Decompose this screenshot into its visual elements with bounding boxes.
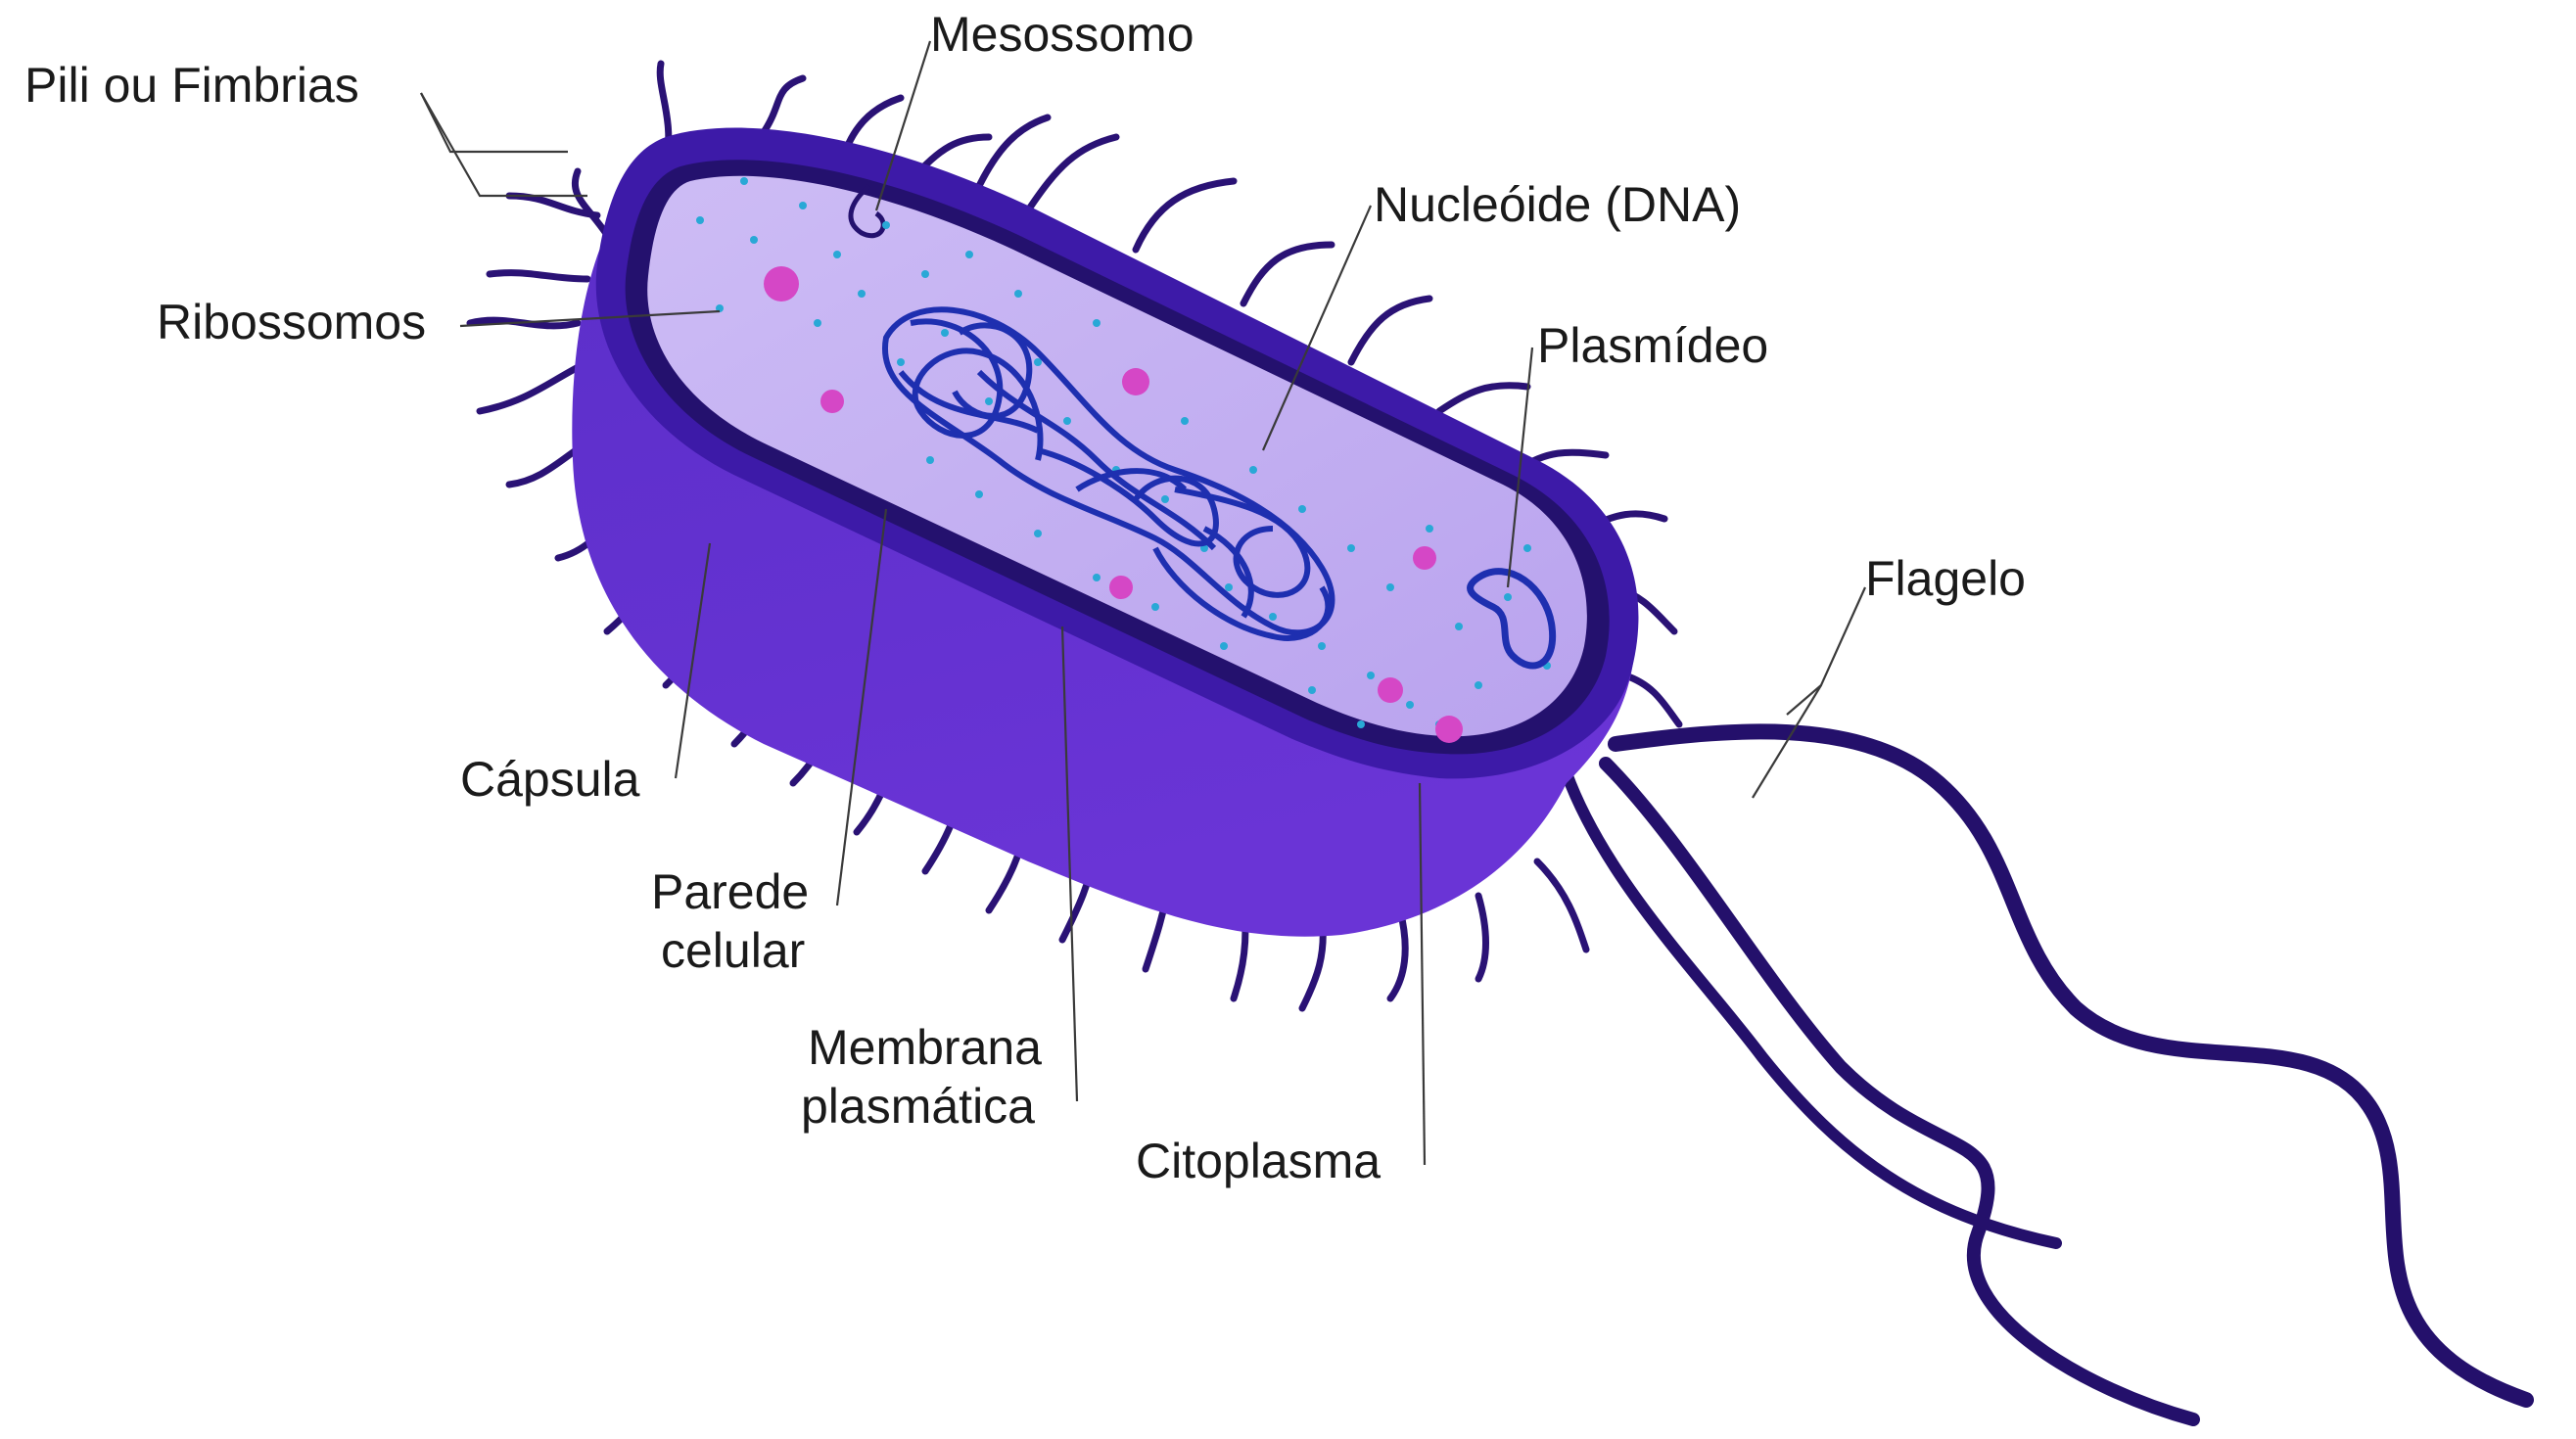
label-ribossomos: Ribossomos xyxy=(157,295,426,349)
flagella xyxy=(1567,731,2526,1419)
label-pili: Pili ou Fimbrias xyxy=(24,58,359,113)
flagellum-upper xyxy=(1616,731,2526,1400)
label-nucleoide: Nucleóide (DNA) xyxy=(1374,177,1741,232)
label-parede-line1: Parede xyxy=(651,864,809,919)
flagellum-lower xyxy=(1606,764,2193,1419)
label-capsula: Cápsula xyxy=(460,752,640,807)
label-plasmideo: Plasmídeo xyxy=(1537,318,1768,373)
label-membrana-line2: plasmática xyxy=(801,1079,1035,1134)
label-flagelo: Flagelo xyxy=(1865,551,2026,606)
bacterium-cell xyxy=(572,128,1638,937)
label-membrana-line1: Membrana xyxy=(808,1020,1042,1075)
label-mesossomo: Mesossomo xyxy=(930,7,1194,62)
label-citoplasma: Citoplasma xyxy=(1136,1134,1381,1188)
label-parede-line2: celular xyxy=(661,923,805,978)
